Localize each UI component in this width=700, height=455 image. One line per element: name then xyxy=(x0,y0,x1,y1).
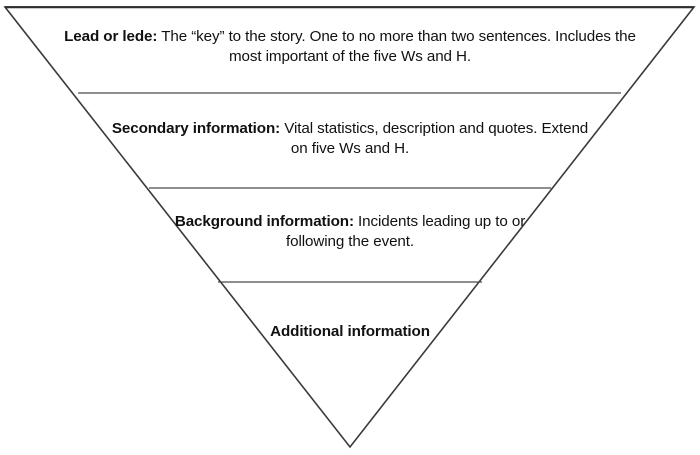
tier-4-lead-label: Additional information xyxy=(270,323,430,340)
tier-background-information: Background information: Incidents leadin… xyxy=(165,212,535,252)
tier-2-body-text: Vital statistics, description and quotes… xyxy=(280,120,589,157)
tier-3-lead-label: Background information: xyxy=(174,213,354,230)
tier-1-body-text: The “key” to the story. One to no more t… xyxy=(157,28,636,65)
tier-secondary-information: Secondary information: Vital statistics,… xyxy=(110,119,590,159)
tier-1-lead-label: Lead or lede: xyxy=(64,28,158,45)
tier-additional-information: Additional information xyxy=(230,322,470,343)
tier-3-body-text: Incidents leading up to or following the… xyxy=(285,213,526,250)
tier-2-lead-label: Secondary information: xyxy=(111,120,281,137)
tier-lead-or-lede: Lead or lede: The “key” to the story. On… xyxy=(60,27,640,67)
